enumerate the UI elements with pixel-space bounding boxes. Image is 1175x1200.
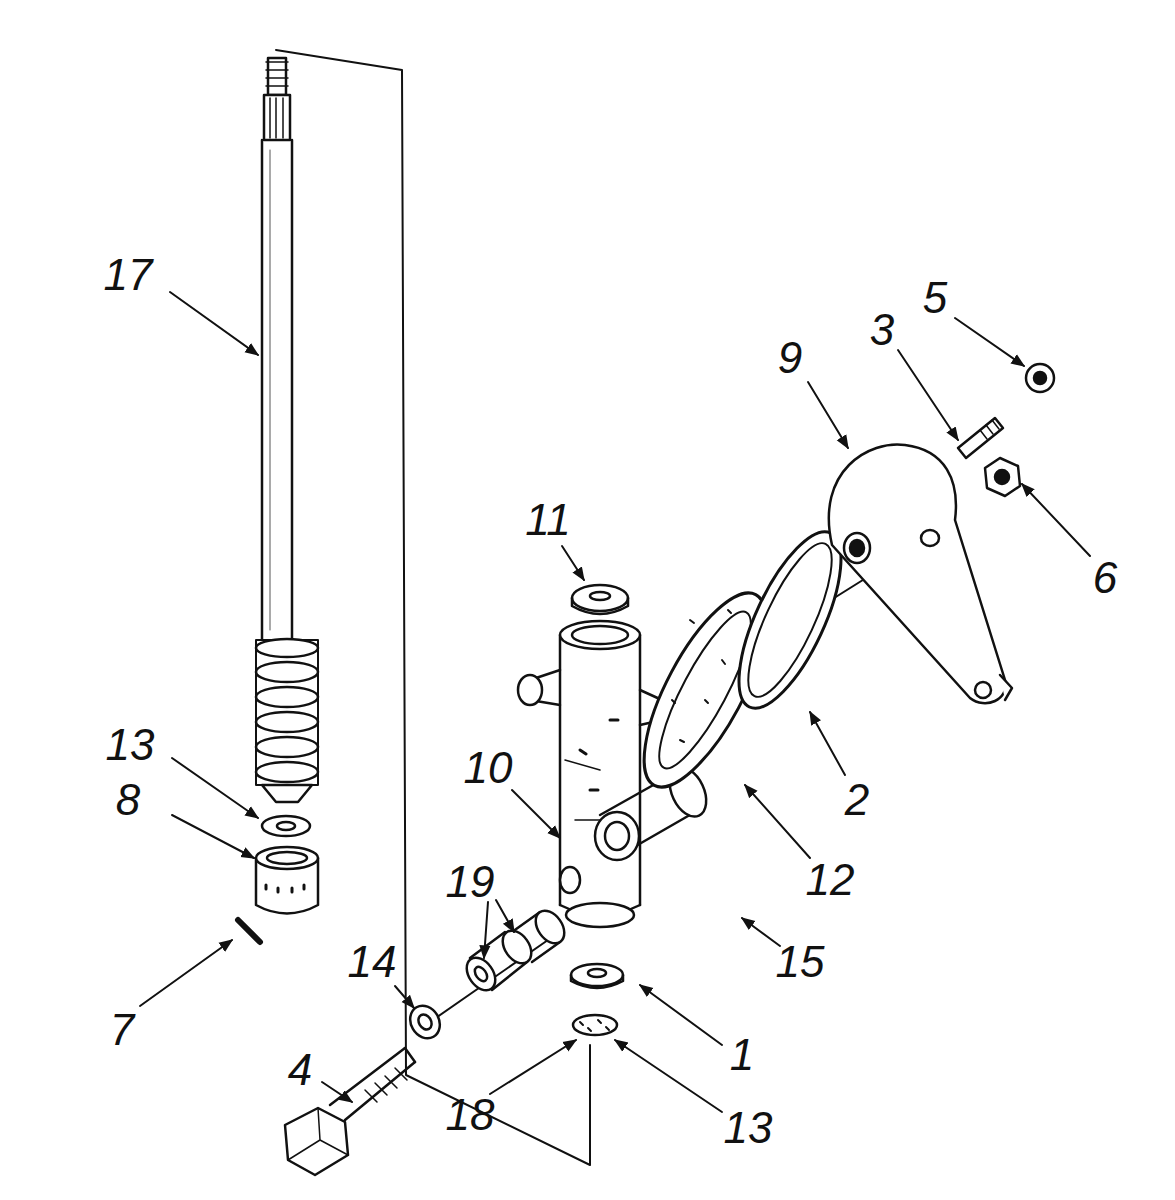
callout-number: 7	[110, 1008, 134, 1052]
callout-number: 6	[1093, 556, 1117, 600]
callout-number: 1	[730, 1033, 754, 1077]
callout-number: 3	[870, 308, 894, 352]
callout-number: 10	[464, 746, 513, 790]
callout-number: 17	[104, 253, 153, 297]
callout-number: 4	[288, 1048, 312, 1092]
callout-number: 19	[446, 860, 495, 904]
callout-number: 9	[778, 336, 802, 380]
callout-number: 12	[806, 858, 855, 902]
callout-number: 18	[446, 1093, 495, 1137]
callout-number: 11	[525, 498, 571, 542]
callout-number: 13	[724, 1106, 773, 1150]
callout-number: 5	[923, 276, 947, 320]
callout-number: 2	[845, 778, 869, 822]
callout-number: 14	[348, 940, 397, 984]
callout-number: 8	[116, 778, 140, 822]
callout-number: 15	[776, 940, 825, 984]
callout-number: 13	[106, 723, 155, 767]
